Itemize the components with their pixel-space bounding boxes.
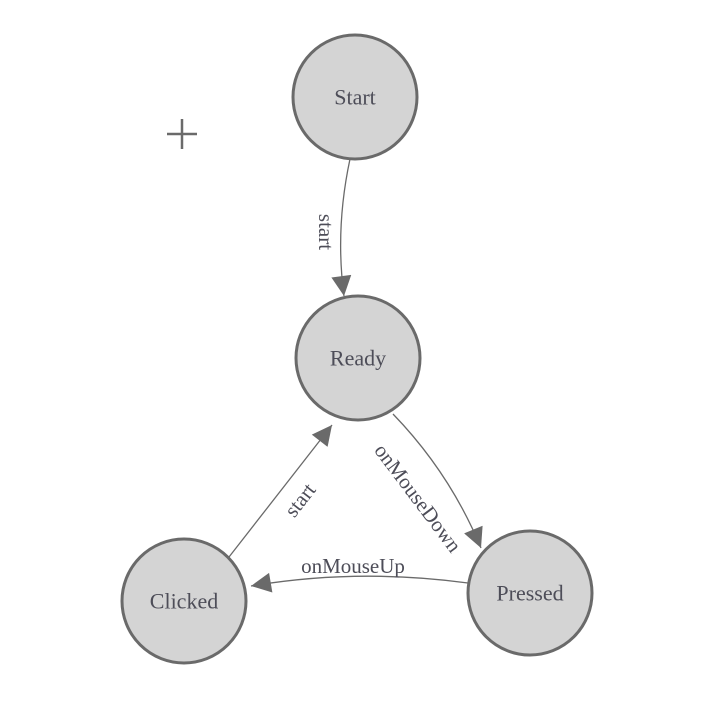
state-node-ready[interactable]: Ready — [294, 294, 422, 422]
node-label-clicked: Clicked — [150, 589, 218, 614]
edge-clicked-to-ready[interactable] — [228, 424, 333, 558]
crosshair-icon — [167, 119, 197, 149]
state-node-clicked[interactable]: Clicked — [120, 537, 248, 665]
node-label-pressed: Pressed — [496, 581, 563, 606]
edge-label-onmousedown: onMouseDown — [369, 439, 466, 557]
edge-ready-to-pressed[interactable] — [392, 413, 483, 549]
edge-label-onmouseup: onMouseUp — [301, 554, 405, 578]
edge-start-to-ready[interactable] — [331, 158, 352, 297]
node-label-start: Start — [334, 85, 376, 110]
edge-pressed-to-clicked[interactable] — [250, 572, 469, 593]
state-node-start[interactable]: Start — [291, 33, 419, 161]
state-node-pressed[interactable]: Pressed — [466, 529, 594, 657]
node-label-ready: Ready — [330, 346, 386, 371]
edge-label-start-top: start — [314, 214, 338, 250]
